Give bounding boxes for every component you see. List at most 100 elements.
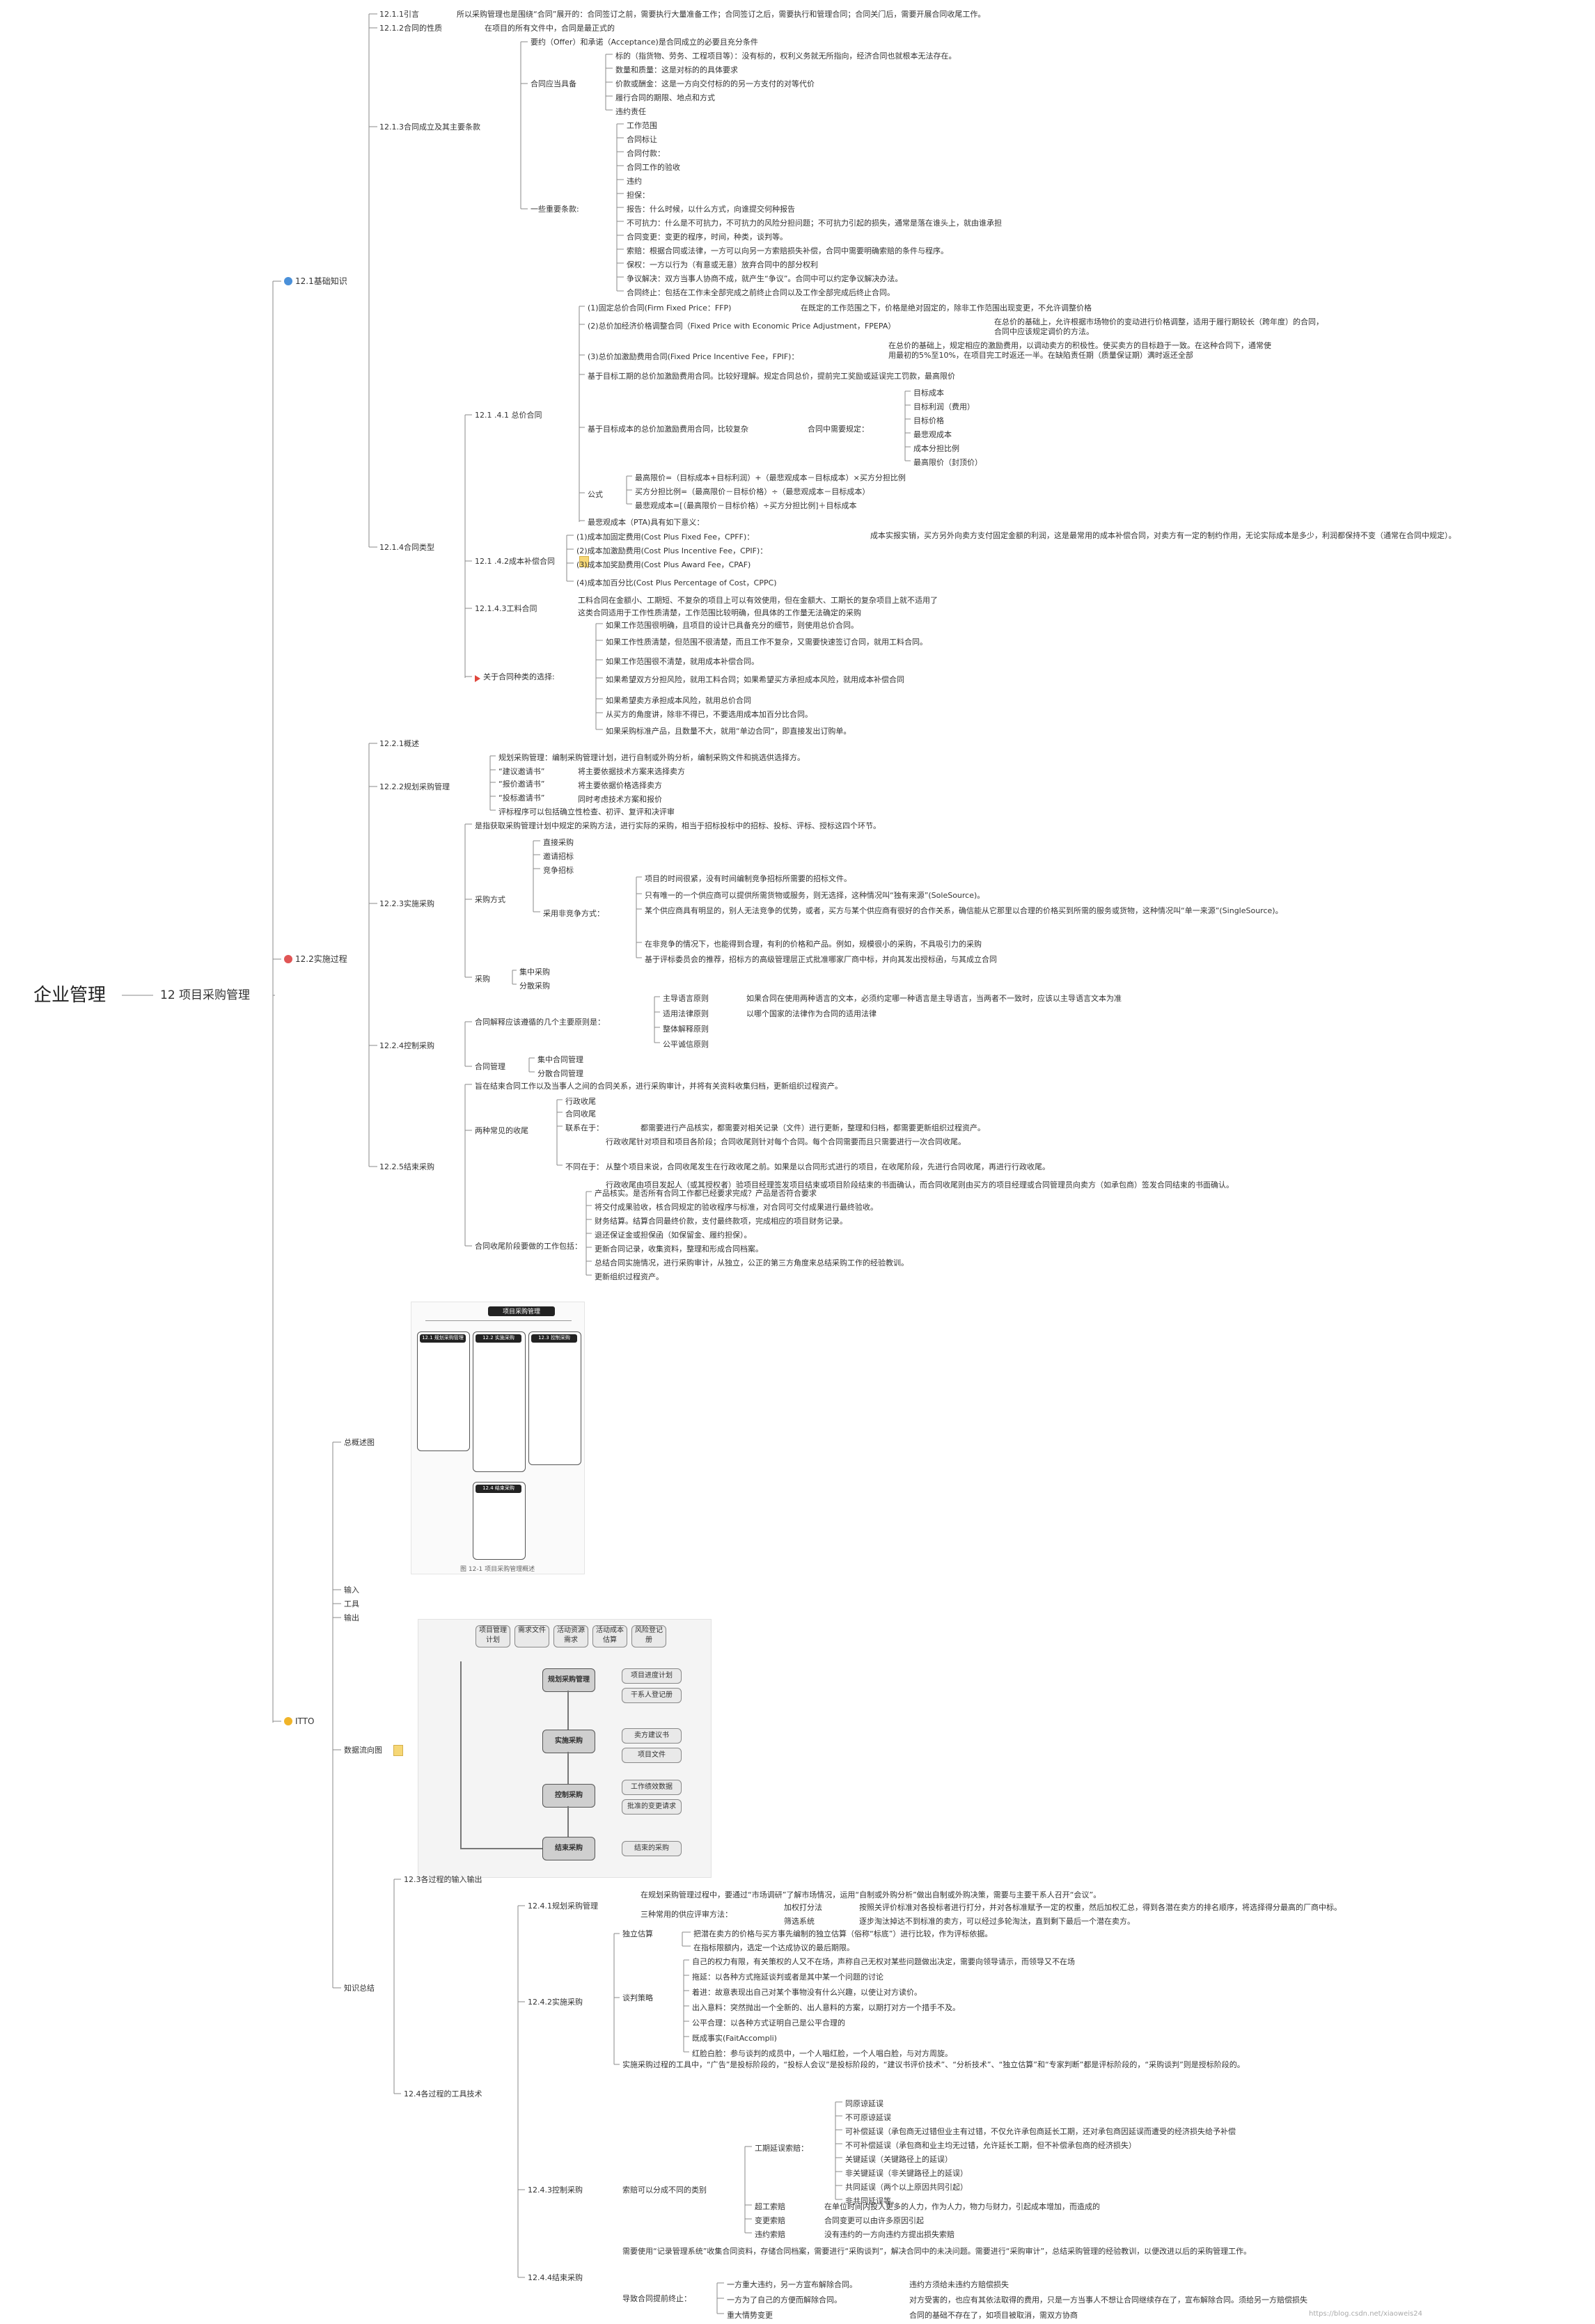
- list-item[interactable]: (1)成本加固定费用(Cost Plus Fixed Fee，CPFF)：: [576, 532, 755, 542]
- list-item: 规划采购管理：编制采购管理计划，进行自制或外购分析，编制采购文件和挑选供选择方。: [498, 753, 805, 762]
- node-itto-overview[interactable]: 总概述图: [344, 1438, 375, 1447]
- ctrl-tool-title[interactable]: 索赔可以分成不同的类别: [622, 2185, 707, 2195]
- list-item[interactable]: (2)总价加经济价格调整合同（Fixed Price with Economic…: [588, 322, 896, 331]
- list-item[interactable]: (3)成本加奖励费用(Cost Plus Award Fee，CPAF): [576, 560, 751, 569]
- node-close-work[interactable]: 合同收尾阶段要做的工作包括：: [475, 1242, 582, 1251]
- flow-output-node: 批准的变更请求: [622, 1799, 682, 1815]
- principles-title[interactable]: 合同解释应该遵循的几个主要原则是：: [475, 1018, 605, 1027]
- list-item[interactable]: 工期延误索赔：: [755, 2144, 808, 2153]
- list-item: 在指标限额内，选定一个达成协议的最后期限。: [693, 1943, 854, 1952]
- list-item[interactable]: 输入: [344, 1586, 359, 1595]
- list-item[interactable]: 重大情势变更: [727, 2311, 773, 2320]
- list-item[interactable]: 行政收尾: [565, 1097, 596, 1106]
- list-item[interactable]: 直接采购: [543, 838, 574, 847]
- node-close[interactable]: 12.2.5结束采购: [379, 1162, 434, 1171]
- node-k-inputs[interactable]: 12.3各过程的输入输出: [404, 1875, 482, 1884]
- flow-node-plan[interactable]: 规划采购管理: [542, 1668, 595, 1692]
- key-items-title[interactable]: 合同中需要规定：: [808, 425, 869, 434]
- list-item[interactable]: 加权打分法: [784, 1903, 822, 1912]
- list-item[interactable]: 独立估算: [622, 1929, 653, 1938]
- node-purchase[interactable]: 采购: [475, 974, 490, 983]
- overview-figure: 项目采购管理 12.1 规划采购管理 12.2 实施采购 12.3 控制采购 1…: [411, 1302, 585, 1574]
- node-major-terms[interactable]: 一些重要条款:: [531, 205, 579, 214]
- fpif-text: 在总价的基础上，规定相应的激励费用，以调动卖方的积极性。使买卖方的目标趋于一致。…: [888, 341, 1271, 360]
- list-item[interactable]: 基于目标成本的总价加激励费用合同，比较复杂: [588, 425, 748, 434]
- node-about[interactable]: 关于合同种类的选择:: [483, 672, 555, 681]
- section-itto[interactable]: ITTO: [295, 1716, 315, 1726]
- branch-procurement[interactable]: 12 项目采购管理: [160, 988, 251, 1002]
- list-item[interactable]: 输出: [344, 1613, 359, 1622]
- person-icon: [284, 955, 292, 963]
- node-conditions[interactable]: 12.1.3合同成立及其主要条款: [379, 122, 480, 132]
- list-item[interactable]: 联系在于：: [565, 1123, 604, 1132]
- node-impl-tools[interactable]: 12.4.2实施采购: [528, 1998, 583, 2007]
- list-item: 将交付成果验收，核合同规定的验收程序与标准，对合同可交付成果进行最终验收。: [595, 1203, 878, 1212]
- node-plan-tools[interactable]: 12.4.1规划采购管理: [528, 1902, 598, 1911]
- list-item: 合同变更：变更的程序，时间，种类，谈判等。: [627, 232, 787, 242]
- list-item[interactable]: 筛选系统: [784, 1917, 815, 1926]
- node-total-price[interactable]: 12.1 .4.1 总价合同: [475, 411, 542, 420]
- flow-node-close[interactable]: 结束采购: [542, 1837, 595, 1860]
- list-item[interactable]: 超工索赔: [755, 2202, 785, 2211]
- list-item: 如果合同在使用两种语言的文本，必须约定哪一种语言是主导语言，当两者不一致时，应该…: [746, 994, 1122, 1003]
- flow-input-node: 风险登记册: [631, 1625, 666, 1647]
- list-item: 合同标让: [627, 135, 657, 144]
- list-item: 目标价格: [913, 416, 944, 425]
- node-cost-reimb[interactable]: 12.1 .4.2成本补偿合同: [475, 557, 555, 566]
- list-item: 目标成本: [913, 388, 944, 397]
- node-should-have[interactable]: 合同应当具备: [531, 79, 576, 88]
- list-item[interactable]: 邀请招标: [543, 852, 574, 861]
- list-item[interactable]: 谈判策略: [622, 1993, 653, 2002]
- flow-node-conduct[interactable]: 实施采购: [542, 1730, 595, 1753]
- list-item[interactable]: 不同在于：: [565, 1162, 604, 1171]
- list-item[interactable]: (3)总价加激励费用合同(Fixed Price Incentive Fee，F…: [588, 352, 799, 361]
- list-item[interactable]: 一方为了自己的方便而解除合同。: [727, 2295, 842, 2305]
- flow-node-control[interactable]: 控制采购: [542, 1784, 595, 1808]
- section-process[interactable]: 12.2实施过程: [295, 954, 347, 964]
- section-basics[interactable]: 12.1基础知识: [295, 276, 347, 286]
- node-ctrl-tools[interactable]: 12.4.3控制采购: [528, 2185, 583, 2195]
- list-item: “建议邀请书”: [498, 767, 545, 776]
- list-item: 分散合同管理: [537, 1069, 583, 1078]
- list-item: 如果采购标准产品，且数量不大，就用“单边合同”，即直接发出订购单。: [606, 727, 851, 736]
- node-k-tools[interactable]: 12.4各过程的工具技术: [404, 2089, 482, 2098]
- node-nature[interactable]: 12.1.2合同的性质: [379, 24, 442, 33]
- list-item[interactable]: 变更索赔: [755, 2216, 785, 2225]
- node-types[interactable]: 12.1.4合同类型: [379, 543, 434, 552]
- list-item[interactable]: 竞争招标: [543, 866, 574, 875]
- list-item[interactable]: (2)成本加激励费用(Cost Plus Incentive Fee，CPIF)…: [576, 546, 768, 555]
- node-method[interactable]: 采购方式: [475, 895, 505, 904]
- list-item: 买方分担比例=（最高限价－目标价格）÷（最悲观成本－目标成本）: [635, 487, 870, 496]
- list-item: 标的（指货物、劳务、工程项目等）：没有标的，权利义务就无所指向，经济合同也就根本…: [615, 52, 957, 61]
- fig-box-plan: 12.1 规划采购管理: [417, 1331, 470, 1451]
- list-item: 更新组织过程资产。: [595, 1272, 663, 1281]
- list-item[interactable]: 合同收尾: [565, 1109, 596, 1118]
- list-item[interactable]: 基于目标工期的总价加激励费用合同。比较好理解。规定合同总价，提前完工奖励或延误完…: [588, 372, 955, 381]
- list-item[interactable]: 公式: [588, 490, 603, 499]
- node-intro[interactable]: 12.1.1引言: [379, 10, 419, 19]
- node-control[interactable]: 12.2.4控制采购: [379, 1041, 434, 1050]
- node-knowledge[interactable]: 知识总结: [344, 1984, 375, 1993]
- node-overview[interactable]: 12.2.1概述: [379, 739, 419, 748]
- list-item[interactable]: (1)固定总价合同(Firm Fixed Price：FFP): [588, 303, 732, 313]
- node-two[interactable]: 两种常见的收尾: [475, 1126, 528, 1135]
- list-item: 违约责任: [615, 107, 646, 116]
- fig-box-conduct: 12.2 实施采购: [473, 1331, 526, 1472]
- list-item[interactable]: 违约索赔: [755, 2230, 785, 2239]
- list-item[interactable]: 采用非竞争方式：: [543, 909, 604, 918]
- node-tm[interactable]: 12.1.4.3工料合同: [475, 604, 537, 613]
- list-item: 最高限价（封顶价）: [913, 458, 982, 467]
- root-node[interactable]: 企业管理: [33, 985, 107, 1006]
- node-implement[interactable]: 12.2.3实施采购: [379, 899, 434, 908]
- list-item[interactable]: 实施采购过程的工具中，“广告”是投标阶段的，“投标人会议”是投标阶段的，“建议书…: [622, 2060, 1245, 2069]
- node-close-tools[interactable]: 12.4.4结束采购: [528, 2273, 583, 2282]
- list-item: 从整个项目来说，合同收尾发生在行政收尾之前。如果是以合同形式进行的项目，在收尾阶…: [606, 1162, 1050, 1171]
- node-plan[interactable]: 12.2.2规划采购管理: [379, 782, 450, 791]
- list-item[interactable]: 一方重大违约，另一方宣布解除合同。: [727, 2280, 857, 2289]
- node-mgmt[interactable]: 合同管理: [475, 1062, 505, 1071]
- list-item: 履行合同的期限、地点和方式: [615, 93, 715, 102]
- list-item[interactable]: 最悲观成本（PTA)具有如下意义：: [588, 518, 705, 527]
- node-flow[interactable]: 数据流向图: [344, 1746, 382, 1755]
- list-item[interactable]: 工具: [344, 1599, 359, 1608]
- list-item[interactable]: (4)成本加百分比(Cost Plus Percentage of Cost，C…: [576, 578, 777, 587]
